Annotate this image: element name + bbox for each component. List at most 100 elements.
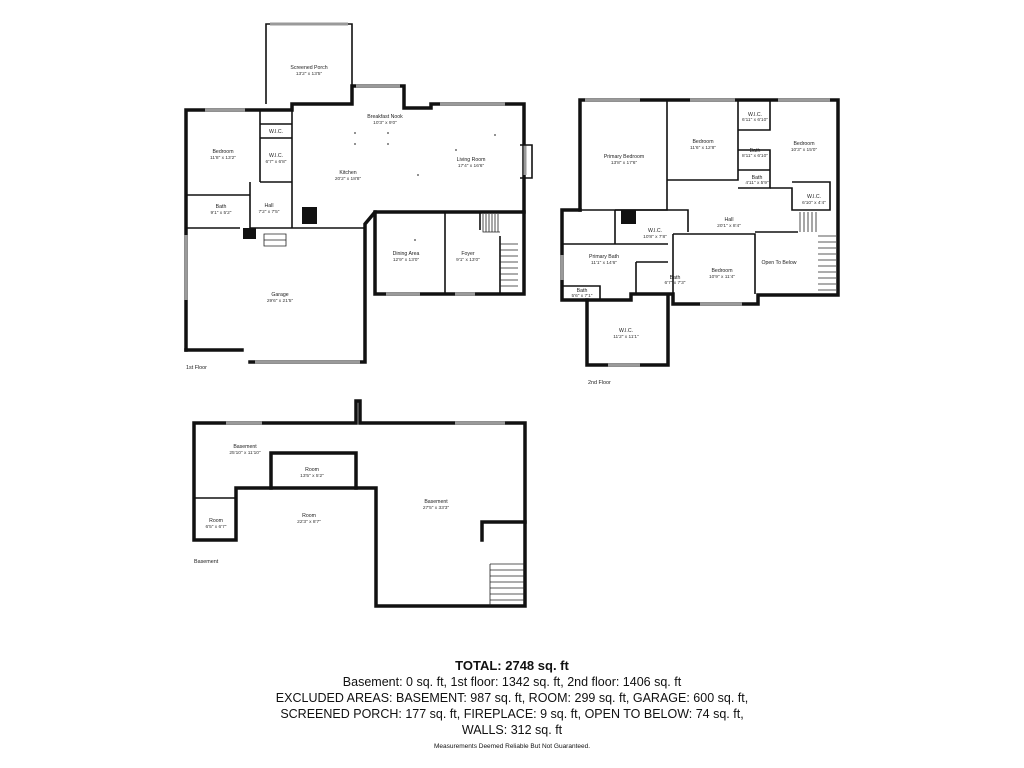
- fireplace: [302, 207, 317, 224]
- open-to-below-label: Open To Below: [761, 260, 796, 266]
- bedroom-1f-label: Bedroom: [212, 149, 233, 155]
- primary-bedroom-dims: 13'8" x 17'6": [611, 160, 638, 166]
- floor-plan-drawing: Screened Porch 13'2" x 13'5" Breakfast N…: [184, 22, 840, 608]
- foyer-exterior-wall: [373, 210, 526, 296]
- hall-2f-walls: [614, 209, 689, 245]
- room-a-label: Room: [305, 467, 319, 473]
- bedroom-2f-b-dims: 10'3" x 15'0": [791, 147, 818, 153]
- first-floor-label: 1st Floor: [186, 365, 207, 371]
- room-c-dims: 6'5" x 6'7": [206, 524, 227, 530]
- bedroom-2f-b-label: Bedroom: [793, 141, 814, 147]
- wic-2f-b-label: W.I.C.: [807, 194, 821, 200]
- ceiling-lights-1f: [354, 132, 496, 241]
- bath-2f-d-label: Bath: [577, 288, 588, 294]
- basement-room-walls: [269, 451, 358, 490]
- hall-1f-dims: 7'2" x 7'5": [259, 209, 280, 215]
- wic-2f-b-dims: 6'10" x 4'4": [802, 200, 826, 206]
- basement-floor-label: Basement: [194, 559, 219, 565]
- foyer-label: Foyer: [461, 251, 475, 257]
- hall-1f-label: Hall: [265, 203, 274, 209]
- dining-area-label: Dining Area: [393, 251, 420, 257]
- first-floor-exterior-wall: [184, 84, 526, 364]
- basement-a-dims: 25'10" x 11'10": [229, 450, 261, 456]
- bath-1f-label: Bath: [216, 204, 227, 210]
- screened-porch-dims: 13'2" x 13'5": [296, 71, 323, 77]
- bath-walls-2f: [562, 243, 668, 300]
- chimney: [243, 228, 256, 239]
- bedroom-c-walls: [672, 233, 756, 294]
- excluded-areas-1: EXCLUDED AREAS: BASEMENT: 987 sq. ft, RO…: [275, 691, 749, 705]
- second-floor-label: 2nd Floor: [588, 380, 611, 386]
- kitchen-label: Kitchen: [339, 170, 356, 176]
- room-b-label: Room: [302, 513, 316, 519]
- fireplace-hearth: [520, 144, 533, 179]
- primary-bath-dims: 11'1" x 14'6": [591, 260, 617, 266]
- bedroom-2f-a-label: Bedroom: [692, 139, 713, 145]
- second-floor-exterior-wall: [578, 98, 840, 367]
- room-c-wall: [194, 497, 237, 540]
- hall-walls: [186, 182, 365, 229]
- bath-2f-c-label: Bath: [670, 275, 681, 281]
- wic-2f-a-dims: 6'11" x 6'10": [742, 117, 768, 123]
- dining-area-dims: 12'9" x 13'0": [393, 257, 420, 263]
- floor-areas: Basement: 0 sq. ft, 1st floor: 1342 sq. …: [342, 675, 682, 689]
- basement-exterior-wall: [192, 399, 527, 608]
- chimney-2f: [621, 210, 636, 224]
- kitchen-dims: 20'2" x 18'8": [335, 176, 362, 182]
- wic-2f-d-dims: 11'2" x 11'1": [613, 334, 639, 340]
- disclaimer: Measurements Deemed Reliable But Not Gua…: [433, 743, 591, 750]
- stairs-first-floor: [482, 214, 518, 287]
- screened-porch-label: Screened Porch: [290, 65, 327, 71]
- bedroom-2f-a-dims: 11'6" x 12'8": [690, 145, 716, 151]
- wic-walls: [259, 110, 292, 183]
- bedroom-1f-dims: 11'8" x 13'2": [210, 155, 236, 161]
- excluded-areas-2: SCREENED PORCH: 177 sq. ft, FIREPLACE: 9…: [280, 707, 744, 721]
- garage-dims: 29'6" x 21'5": [267, 298, 294, 304]
- basement-a-label: Basement: [233, 444, 257, 450]
- breakfast-nook-label: Breakfast Nook: [367, 114, 403, 120]
- bath-2f-c-dims: 6'7" x 7'3": [665, 280, 686, 286]
- bath-2f-a-dims: 8'11" x 6'10": [742, 153, 768, 159]
- bedroom-2f-c-dims: 10'9" x 11'4": [709, 274, 735, 280]
- excluded-areas-3: WALLS: 312 sq. ft: [461, 723, 563, 737]
- wic-2f-c-dims: 10'8" x 7'8": [643, 234, 667, 240]
- basement-b-label: Basement: [424, 499, 448, 505]
- total-area: TOTAL: 2748 sq. ft: [455, 658, 569, 673]
- wic-small-1f-label: W.I.C.: [269, 129, 283, 135]
- basement-b-dims: 27'5" x 33'3": [423, 505, 450, 511]
- bedroom-a-walls: [667, 100, 771, 189]
- second-floor-windows: [560, 98, 830, 367]
- second-floor-plan: Primary Bedroom 13'8" x 17'6" Bedroom 11…: [560, 98, 840, 386]
- wic-1f-dims: 6'7" x 6'8": [266, 159, 287, 165]
- primary-bath-label: Primary Bath: [589, 254, 619, 260]
- garage-steps: [263, 233, 287, 247]
- stairs-basement: [489, 563, 525, 606]
- bath-2f-b-label: Bath: [752, 175, 763, 181]
- living-room-label: Living Room: [457, 157, 486, 163]
- screened-porch-outline: [265, 23, 353, 104]
- stair-wall-1f: [479, 212, 501, 294]
- bath-1f-dims: 9'1" x 5'2": [211, 210, 232, 216]
- breakfast-nook-dims: 10'3" x 9'0": [373, 120, 397, 126]
- room-a-dims: 13'5" x 5'2": [300, 473, 324, 479]
- primary-bedroom-label: Primary Bedroom: [604, 154, 644, 160]
- bath-2f-a-label: Bath: [750, 148, 761, 154]
- hall-2f-dims: 20'1" x 8'4": [717, 223, 741, 229]
- stairs-second-floor: [799, 212, 836, 291]
- hall-2f-label: Hall: [725, 217, 734, 223]
- first-floor-windows: [184, 84, 527, 364]
- foyer-dims: 9'1" x 13'0": [456, 257, 480, 263]
- bedroom-b-walls: [770, 181, 831, 211]
- room-c-label: Room: [209, 518, 223, 524]
- wic-2f-c-label: W.I.C.: [648, 228, 662, 234]
- wic-2f-d-label: W.I.C.: [619, 328, 633, 334]
- garage-label: Garage: [271, 292, 288, 298]
- wic-2f-a-label: W.I.C.: [748, 112, 762, 118]
- bath-2f-b-dims: 4'11" x 5'9": [745, 180, 769, 186]
- basement-plan: Basement 25'10" x 11'10" Room 13'5" x 5'…: [192, 399, 527, 608]
- room-b-dims: 22'3" x 8'7": [297, 519, 321, 525]
- bedroom-2f-c-label: Bedroom: [711, 268, 732, 274]
- basement-stair-wall: [480, 520, 527, 542]
- bath-2f-d-dims: 5'6" x 7'1": [572, 293, 593, 299]
- living-room-dims: 17'4" x 16'6": [458, 163, 485, 169]
